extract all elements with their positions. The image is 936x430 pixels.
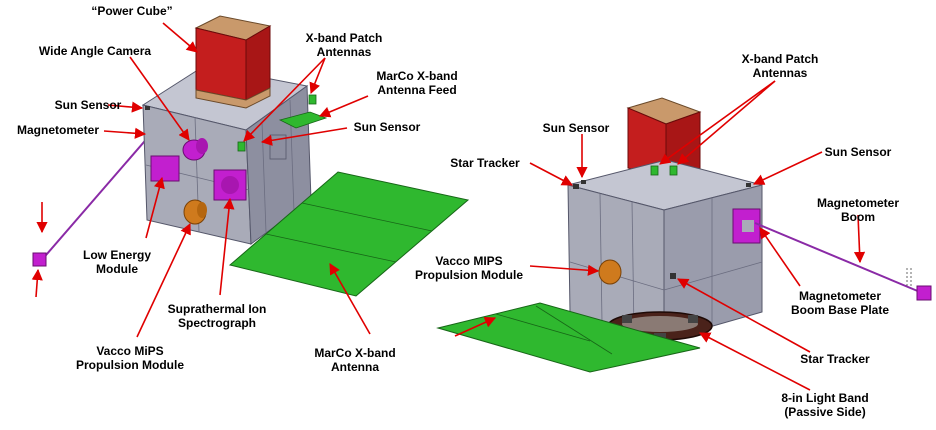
right-antenna-panel — [436, 302, 701, 373]
label-xband-patch-left: X-band Patch Antennas — [305, 31, 383, 59]
label-light-band: 8-in Light Band (Passive Side) — [781, 391, 869, 419]
label-star-tracker-top: Star Tracker — [450, 156, 520, 170]
right-star-tracker-bottom — [670, 273, 676, 279]
label-star-tracker-bottom: Star Tracker — [800, 352, 870, 366]
right-mag-boom — [754, 222, 921, 293]
label-sun-sensor-left-mid: Sun Sensor — [353, 120, 421, 134]
label-mag-boom: Magnetometer Boom — [816, 196, 899, 224]
right-sun-sensor-left — [581, 180, 586, 184]
label-low-energy: Low Energy Module — [82, 248, 151, 276]
marco-antenna-feed — [278, 111, 328, 129]
label-mag-boom-base: Magnetometer Boom Base Plate — [790, 289, 890, 317]
label-sun-sensor-right-right: Sun Sensor — [824, 145, 892, 159]
right-patch-antenna-1 — [650, 165, 659, 176]
power-cube-base — [195, 87, 271, 109]
power-cube-front — [195, 27, 247, 101]
label-marco-antenna: MarCo X-band Antenna — [314, 346, 396, 374]
left-sun-sensor — [145, 106, 150, 110]
label-sun-sensor-right-left: Sun Sensor — [542, 121, 610, 135]
label-vacco-left: Vacco MiPS Propulsion Module — [76, 344, 184, 372]
label-wide-angle-camera: Wide Angle Camera — [38, 44, 152, 58]
label-xband-patch-right: X-band Patch Antennas — [741, 52, 819, 80]
right-patch-antenna-2 — [669, 165, 678, 176]
low-energy-module-box — [150, 155, 180, 182]
label-vacco-right: Vacco MIPS Propulsion Module — [415, 254, 523, 282]
right-mag-sensor-cube — [916, 285, 932, 301]
callout-arrows — [31, 22, 866, 391]
label-power-cube: “Power Cube” — [91, 4, 173, 18]
right-spacecraft — [436, 97, 932, 373]
right-propulsion-tank — [598, 259, 622, 285]
left-patch-antenna-1 — [308, 94, 317, 105]
right-star-tracker-top — [573, 184, 579, 189]
label-suprathermal: Suprathermal Ion Spectrograph — [167, 302, 267, 330]
left-mag-boom — [39, 134, 151, 263]
left-mag-sensor-cube — [32, 252, 47, 267]
right-sun-sensor-right — [746, 183, 751, 187]
label-marco-feed: MarCo X-band Antenna Feed — [376, 69, 458, 97]
left-patch-antenna-2 — [237, 141, 246, 152]
label-sun-sensor-left-top: Sun Sensor — [54, 98, 122, 112]
label-magnetometer: Magnetometer — [16, 123, 99, 137]
